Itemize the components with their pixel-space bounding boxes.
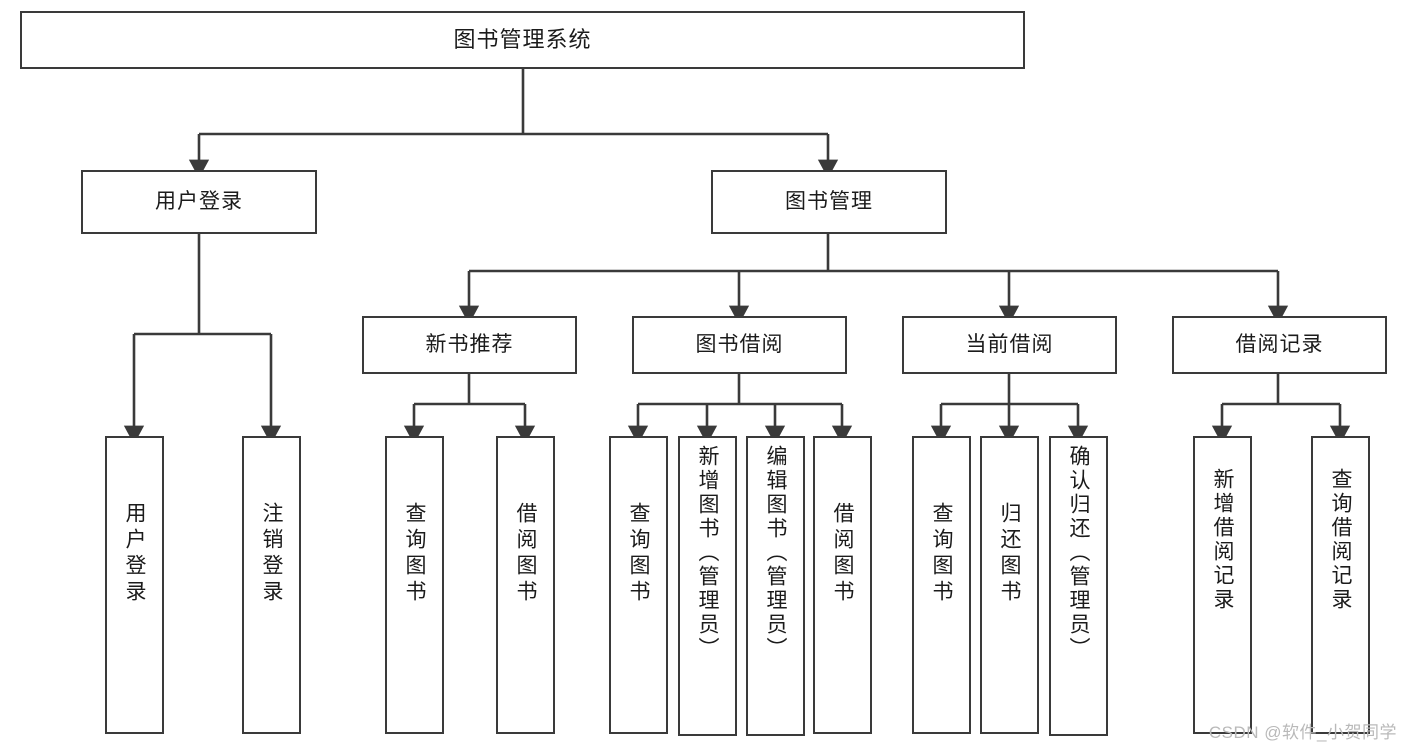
node-leaf-return-book[interactable]: 归还图书 — [980, 436, 1039, 734]
node-user-login[interactable]: 用户登录 — [81, 170, 317, 234]
node-leaf-return-book-label: 归还图书 — [998, 502, 1021, 606]
node-leaf-query-record-label: 查询借阅记录 — [1329, 468, 1352, 612]
node-leaf-borrow-book-2-label: 借阅图书 — [831, 502, 854, 606]
node-leaf-add-book-label: 新增图书（管理员） — [696, 445, 719, 661]
node-leaf-add-record-label: 新增借阅记录 — [1211, 468, 1234, 612]
node-leaf-logout[interactable]: 注销登录 — [242, 436, 301, 734]
node-book-borrow-label: 图书借阅 — [695, 333, 784, 357]
node-current-borrow[interactable]: 当前借阅 — [902, 316, 1117, 374]
node-leaf-query-record[interactable]: 查询借阅记录 — [1311, 436, 1370, 734]
node-leaf-query-book-2-label: 查询图书 — [627, 502, 650, 606]
node-current-borrow-label: 当前借阅 — [965, 333, 1054, 357]
node-leaf-borrow-book-1-label: 借阅图书 — [514, 502, 537, 606]
node-leaf-add-record[interactable]: 新增借阅记录 — [1193, 436, 1252, 734]
csdn-watermark: CSDN @软件_小贺同学 — [1208, 723, 1397, 742]
node-leaf-edit-book-label: 编辑图书（管理员） — [764, 445, 787, 661]
node-leaf-borrow-book-2[interactable]: 借阅图书 — [813, 436, 872, 734]
node-leaf-query-book-3[interactable]: 查询图书 — [912, 436, 971, 734]
node-book-borrow[interactable]: 图书借阅 — [632, 316, 847, 374]
node-user-login-label: 用户登录 — [155, 190, 243, 214]
node-leaf-confirm-return[interactable]: 确认归还（管理员） — [1049, 436, 1108, 736]
node-leaf-confirm-return-label: 确认归还（管理员） — [1067, 445, 1090, 661]
node-book-manage[interactable]: 图书管理 — [711, 170, 947, 234]
node-leaf-query-book-3-label: 查询图书 — [930, 502, 953, 606]
node-borrow-record[interactable]: 借阅记录 — [1172, 316, 1387, 374]
node-leaf-borrow-book-1[interactable]: 借阅图书 — [496, 436, 555, 734]
node-leaf-query-book-1[interactable]: 查询图书 — [385, 436, 444, 734]
node-root-system-label: 图书管理系统 — [453, 26, 592, 52]
node-leaf-user-login[interactable]: 用户登录 — [105, 436, 164, 734]
node-new-book-recommend[interactable]: 新书推荐 — [362, 316, 577, 374]
node-borrow-record-label: 借阅记录 — [1235, 333, 1324, 357]
node-leaf-add-book[interactable]: 新增图书（管理员） — [678, 436, 737, 736]
node-leaf-query-book-2[interactable]: 查询图书 — [609, 436, 668, 734]
node-leaf-user-login-label: 用户登录 — [123, 502, 146, 606]
node-leaf-edit-book[interactable]: 编辑图书（管理员） — [746, 436, 805, 736]
node-leaf-query-book-1-label: 查询图书 — [403, 502, 426, 606]
node-root-system[interactable]: 图书管理系统 — [20, 11, 1025, 69]
node-new-book-recommend-label: 新书推荐 — [425, 333, 514, 357]
node-leaf-logout-label: 注销登录 — [260, 502, 283, 606]
node-book-manage-label: 图书管理 — [785, 190, 873, 214]
